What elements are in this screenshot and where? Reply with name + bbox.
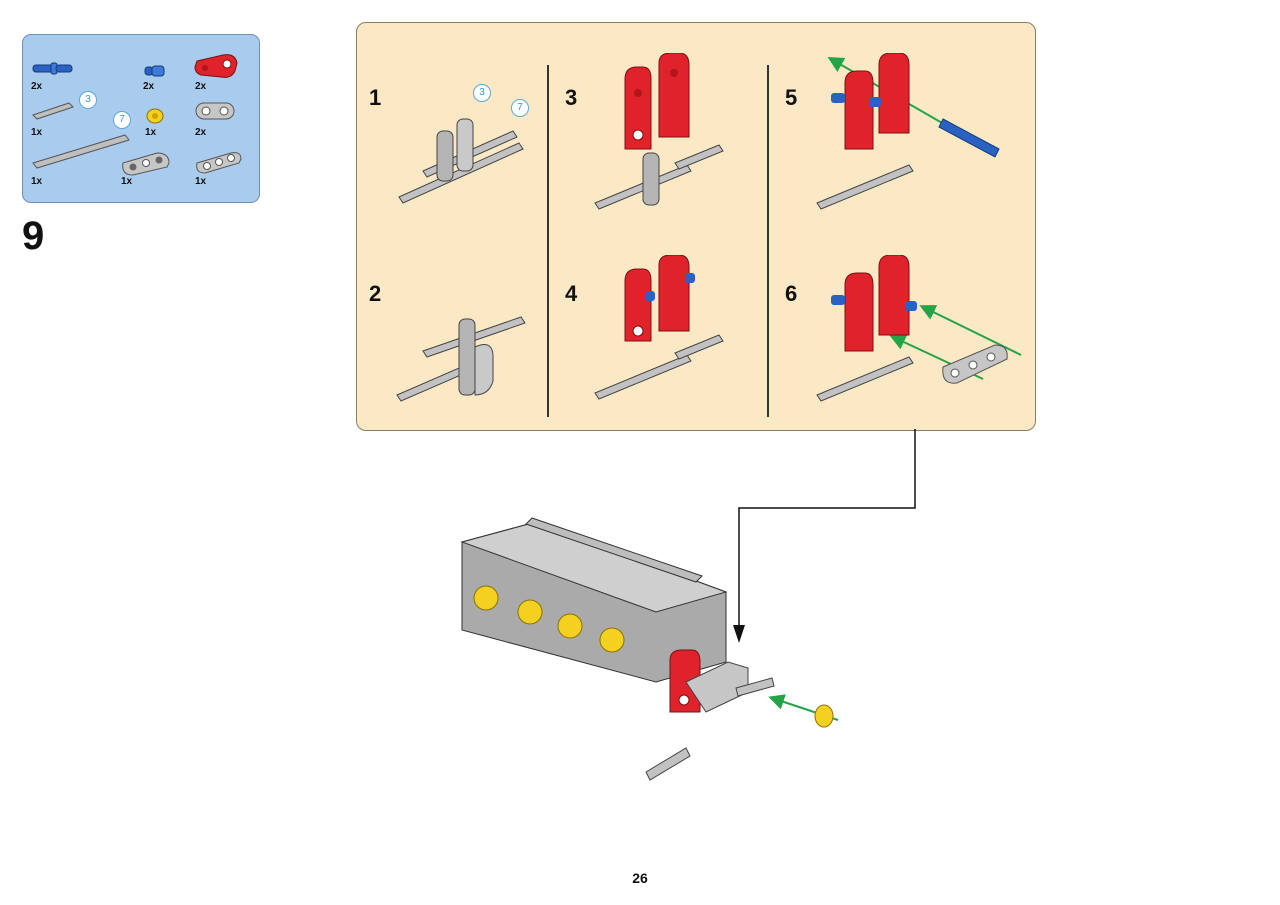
substep-1-callout-b: 7 <box>511 99 529 117</box>
main-assembly-illustration <box>460 517 839 781</box>
substep-1-callout-a: 3 <box>473 84 491 102</box>
grey-beam-3-icon <box>196 152 242 174</box>
substep-1-illustration <box>398 118 524 204</box>
divider-2 <box>767 65 769 417</box>
qty-blue-short-pin: 2x <box>143 81 155 92</box>
qty-axle-connector: 1x <box>121 176 133 187</box>
qty-axle-7: 1x <box>31 176 43 187</box>
substeps-panel: 1 2 3 4 5 6 3 7 <box>356 22 1036 431</box>
qty-yellow-bush: 1x <box>145 127 157 138</box>
axle-7-icon <box>32 134 130 169</box>
substep-2-illustration <box>396 316 526 402</box>
qty-blue-friction-pin: 2x <box>31 81 43 92</box>
substep-number-1: 1 <box>369 85 382 110</box>
parts-list-box: 2x 2x 2x 3 1x 1x 2x 7 1x 1x <box>22 34 260 203</box>
substep-5-illustration <box>816 53 1000 210</box>
substep-3-illustration <box>594 53 724 210</box>
substep-4-illustration <box>594 255 724 400</box>
page-number: 26 <box>632 870 648 886</box>
substep-6-illustration <box>816 255 1022 402</box>
substep-number-2: 2 <box>369 281 382 306</box>
blue-short-pin-icon <box>144 65 165 77</box>
axle-3-icon <box>32 102 74 120</box>
qty-axle-3: 1x <box>31 127 43 138</box>
divider-1 <box>547 65 549 417</box>
substep-number-5: 5 <box>785 85 798 110</box>
red-connector-icon <box>194 54 238 78</box>
qty-red-connector: 2x <box>195 81 207 92</box>
assembly-connector-arrow <box>733 429 916 643</box>
step-number: 9 <box>22 214 45 258</box>
grey-beam-2-icon <box>195 102 235 120</box>
qty-grey-beam-2: 2x <box>195 127 207 138</box>
blue-friction-pin-icon <box>32 62 73 75</box>
qty-grey-beam-3: 1x <box>195 176 207 187</box>
substep-number-3: 3 <box>565 85 578 110</box>
yellow-bush-icon <box>146 108 164 124</box>
axle-3-length-badge: 3 <box>79 91 97 109</box>
substep-number-4: 4 <box>565 281 578 306</box>
axle-7-length-badge: 7 <box>113 111 131 129</box>
substep-number-6: 6 <box>785 281 798 306</box>
axle-connector-icon <box>122 152 170 176</box>
